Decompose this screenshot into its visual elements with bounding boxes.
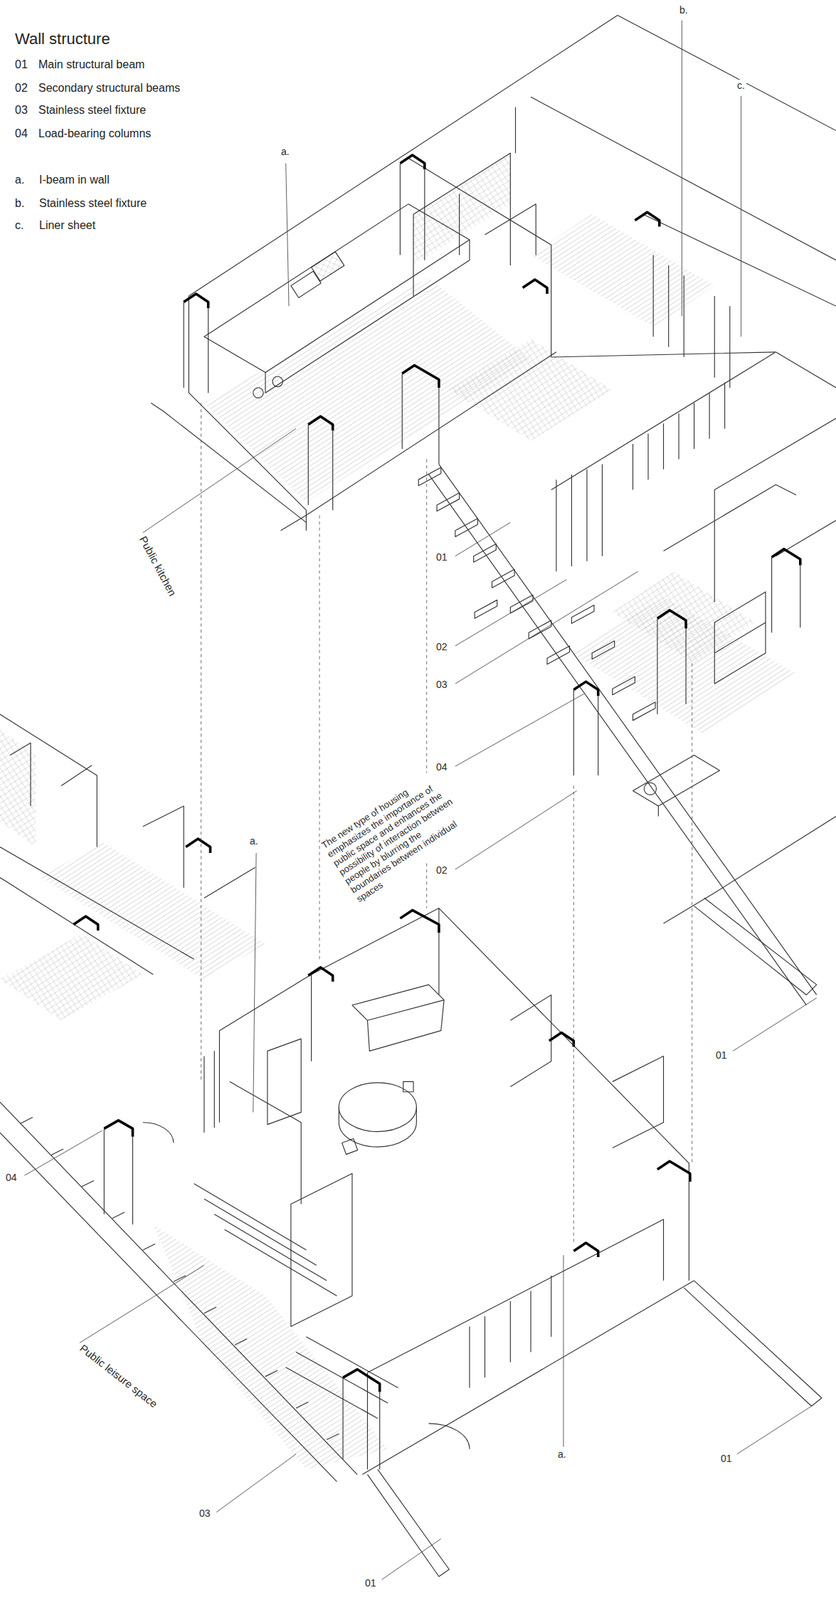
legend-text: Load-bearing columns <box>36 127 153 141</box>
callout-number: 02 <box>434 864 449 876</box>
callout-number: 01 <box>434 551 449 563</box>
legend-letter: b. <box>13 197 26 210</box>
callout-letter: a. <box>279 145 291 158</box>
legend-number: 03 <box>13 103 30 117</box>
space-label: Public kitchen <box>136 532 181 600</box>
legend-text: Stainless steel fixture <box>37 197 148 210</box>
callout-number: 01 <box>719 1452 734 1465</box>
legend-text: Liner sheet <box>37 219 97 232</box>
legend-number: 02 <box>13 81 30 95</box>
callout-number: 02 <box>434 641 449 653</box>
callout-letter: a. <box>248 835 260 847</box>
callout-letter: c. <box>735 79 747 92</box>
legend-text: Main structural beam <box>36 58 146 72</box>
callout-letter: b. <box>678 4 690 16</box>
callout-number: 03 <box>434 678 449 691</box>
space-label: Public leisure space <box>76 1341 161 1411</box>
callout-letter: a. <box>556 1448 568 1460</box>
legend-letter: a. <box>13 173 26 187</box>
callout-number: 01 <box>363 1577 378 1589</box>
legend-number: 01 <box>13 58 30 72</box>
callout-number: 04 <box>4 1171 19 1184</box>
annotation-note: The new type of housing emphasizes the i… <box>318 767 476 906</box>
legend-number: 04 <box>13 127 30 141</box>
legend-text: I-beam in wall <box>37 173 111 187</box>
callout-number: 03 <box>197 1507 213 1520</box>
callout-number: 01 <box>714 1049 729 1061</box>
legend-title: Wall structure <box>13 29 112 48</box>
legend-text: Secondary structural beams <box>36 81 182 95</box>
legend-text: Stainless steel fixture <box>36 103 148 117</box>
legend-letter: c. <box>13 219 25 232</box>
